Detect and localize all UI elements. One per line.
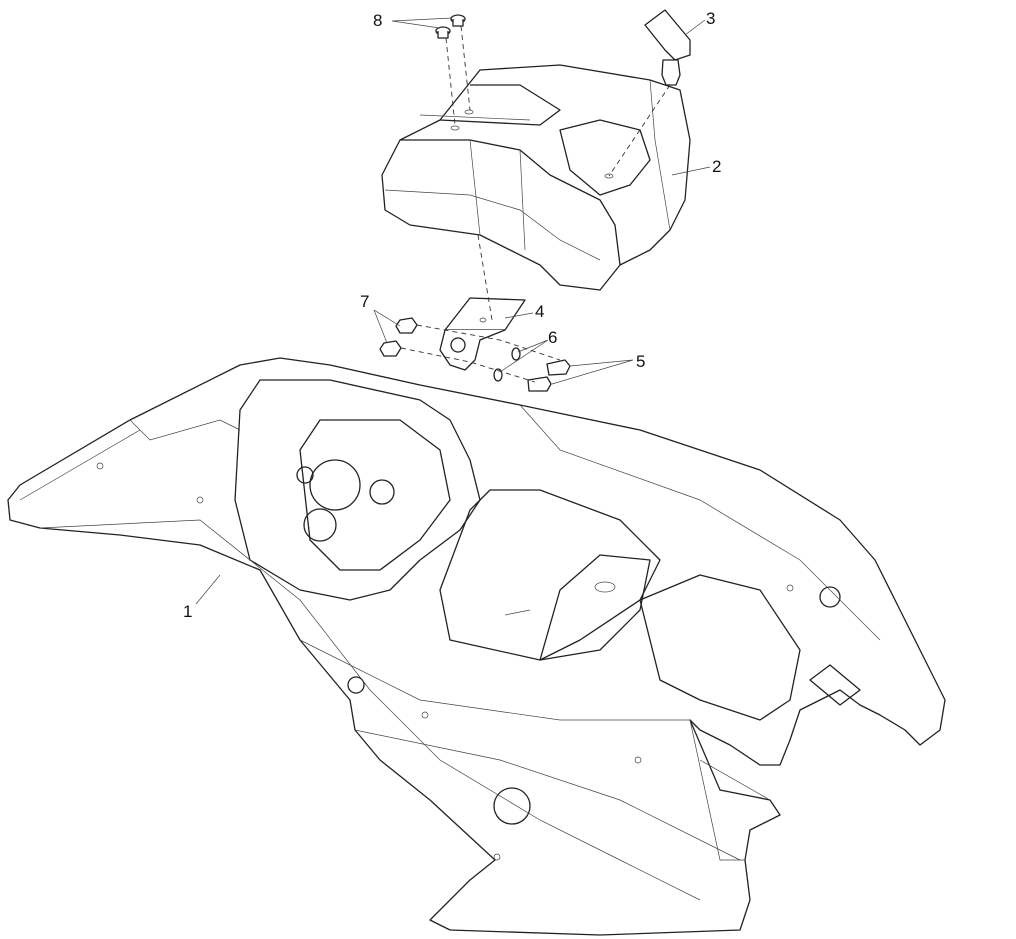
grommets-part-8 [435,14,466,39]
callout-7: 7 [360,292,370,311]
callout-3: 3 [706,9,716,28]
callout-6: 6 [548,328,558,347]
assembly-lines [400,25,671,383]
rear-fender-part-1 [7,357,946,936]
bracket-part-4 [439,297,526,371]
nuts-part-7 [379,317,418,357]
callout-5: 5 [636,352,646,371]
cover-part-2 [381,64,691,291]
leader-lines [195,17,711,605]
knob-part-3 [644,9,691,86]
callout-8: 8 [373,11,383,30]
callout-1: 1 [183,602,193,621]
callout-4: 4 [535,302,545,321]
bolts-part-5 [527,359,571,392]
callout-2: 2 [712,157,722,176]
